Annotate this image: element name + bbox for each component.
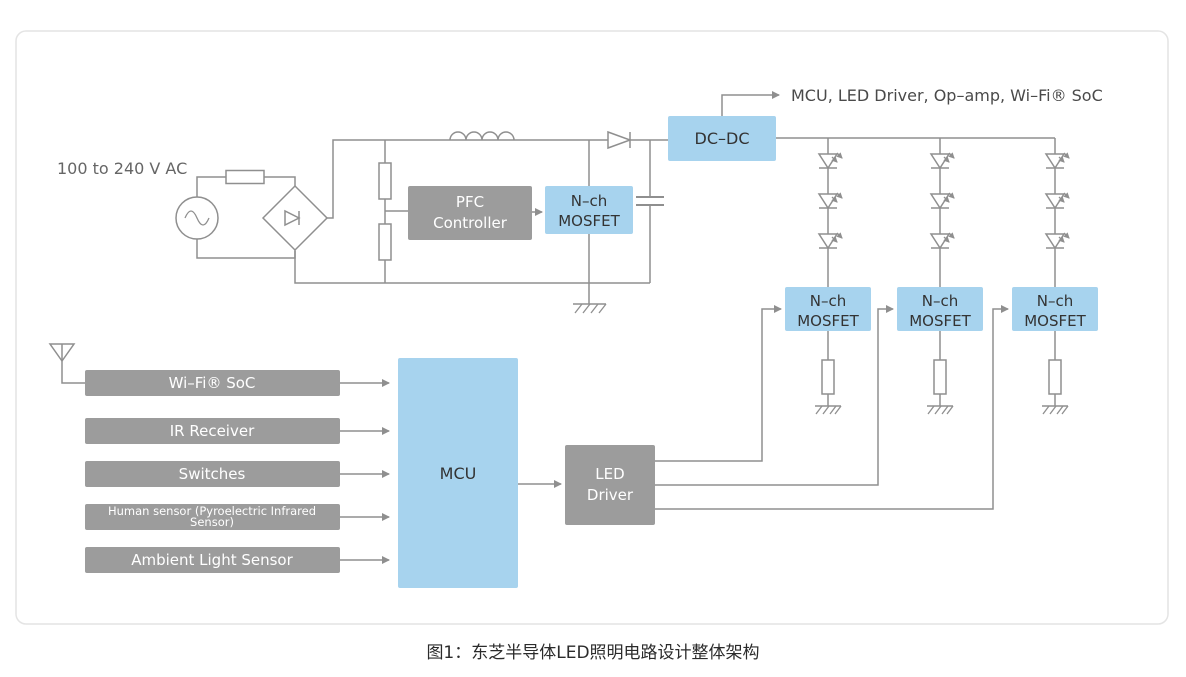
led-icon: [929, 232, 955, 250]
dcdc-output-note: MCU, LED Driver, Op–amp, Wi–Fi® SoC: [791, 86, 1103, 105]
dcdc-output-arrow: [721, 91, 780, 116]
input-box-ir-label: IR Receiver: [170, 422, 255, 440]
ground-icon-3: [1042, 405, 1069, 415]
bridge-rectifier: [261, 184, 329, 252]
sense-resistor-1: [821, 331, 835, 406]
led-icon: [817, 152, 843, 170]
antenna-icon: [48, 343, 85, 384]
led-string-3: [1044, 138, 1070, 287]
input-box-wifi: Wi–Fi® SoC: [85, 370, 340, 396]
inductor: [449, 131, 515, 141]
input-box-ambient-light: Ambient Light Sensor: [85, 547, 340, 573]
input-box-wifi-label: Wi–Fi® SoC: [169, 374, 256, 392]
ground-icon-1: [815, 405, 842, 415]
boost-diode: [607, 130, 633, 150]
led-icon: [1044, 232, 1070, 250]
led-string-1: [817, 138, 843, 287]
input-box-ambient-light-label: Ambient Light Sensor: [131, 551, 293, 569]
power-stage-wires: [196, 139, 668, 304]
led-icon: [1044, 152, 1070, 170]
input-box-ir-receiver: IR Receiver: [85, 418, 340, 444]
output-capacitor: [636, 196, 664, 206]
led-icon: [817, 192, 843, 210]
diagram-frame: [15, 30, 1169, 625]
input-box-switches: Switches: [85, 461, 340, 487]
gate-line-2: [655, 305, 894, 486]
mcu-label: MCU: [440, 464, 477, 483]
ground-icon-2: [927, 405, 954, 415]
led-icon: [929, 152, 955, 170]
sense-resistor-3: [1048, 331, 1062, 406]
ac-source: [175, 196, 219, 240]
led-icon: [1044, 192, 1070, 210]
led-icon: [929, 192, 955, 210]
main-ground-icon: [573, 303, 607, 314]
led-string-2: [929, 138, 955, 287]
fuse: [225, 169, 265, 185]
gate-line-1: [655, 305, 782, 462]
voltage-divider: [378, 162, 392, 261]
input-box-switches-label: Switches: [179, 465, 246, 483]
dcdc-box: DC–DC: [668, 116, 776, 161]
mcu-box: MCU: [398, 358, 518, 588]
ac-input-label: 100 to 240 V AC: [57, 159, 187, 178]
resistor-lower: [378, 223, 392, 261]
led-icon: [817, 232, 843, 250]
figure-caption: 图1：东芝半导体LED照明电路设计整体架构: [426, 643, 760, 663]
sense-resistor-2: [933, 331, 947, 406]
gate-line-3: [655, 305, 1009, 510]
resistor-upper: [378, 162, 392, 200]
dcdc-label: DC–DC: [695, 129, 750, 148]
